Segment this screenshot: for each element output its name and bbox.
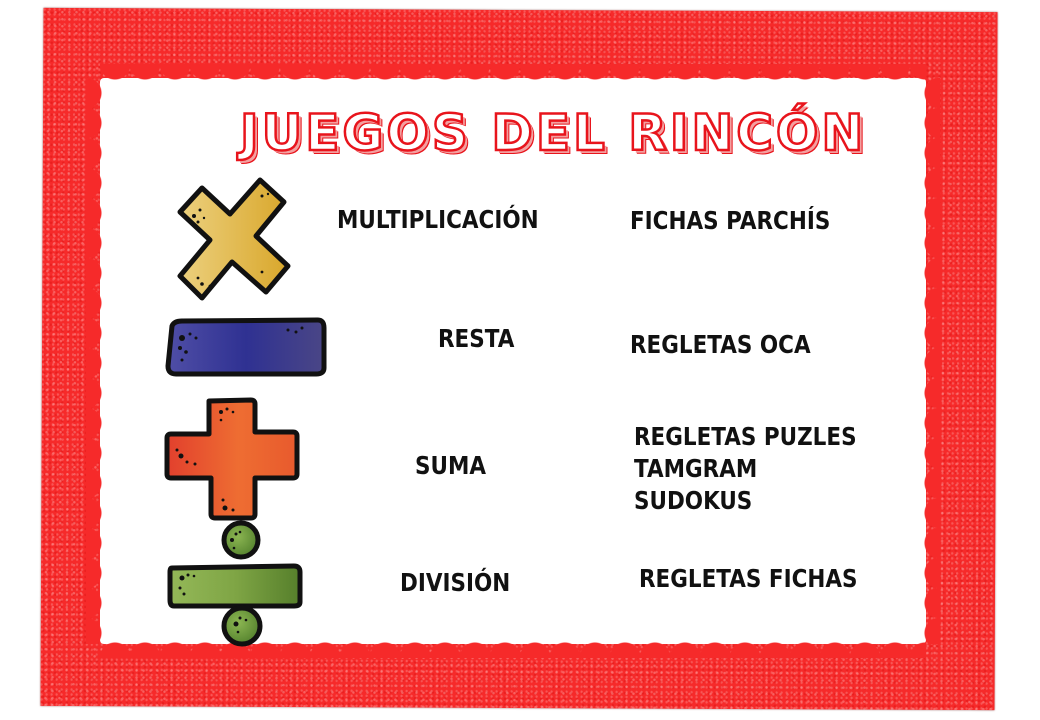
- games-division: REGLETAS FICHAS: [639, 564, 858, 593]
- multiply-icon: [172, 174, 296, 302]
- divide-icon: [166, 520, 306, 647]
- game-item: REGLETAS PUZLES: [634, 422, 857, 451]
- plus-icon: [163, 396, 301, 522]
- games-suma: REGLETAS PUZLES TAMGRAM SUDOKUS: [634, 421, 857, 517]
- games-multiplicacion: FICHAS PARCHÍS: [630, 206, 831, 235]
- game-item: SUDOKUS: [634, 486, 753, 515]
- games-resta: REGLETAS OCA: [630, 330, 811, 359]
- operation-label-suma: SUMA: [415, 451, 486, 480]
- operation-label-division: DIVISIÓN: [400, 568, 511, 597]
- poster-title: JUEGOS DEL RINCÓN: [239, 103, 867, 164]
- minus-icon: [164, 316, 328, 378]
- game-item: TAMGRAM: [634, 454, 758, 483]
- operation-label-multiplicacion: MULTIPLICACIÓN: [337, 205, 539, 234]
- operation-label-resta: RESTA: [438, 324, 515, 353]
